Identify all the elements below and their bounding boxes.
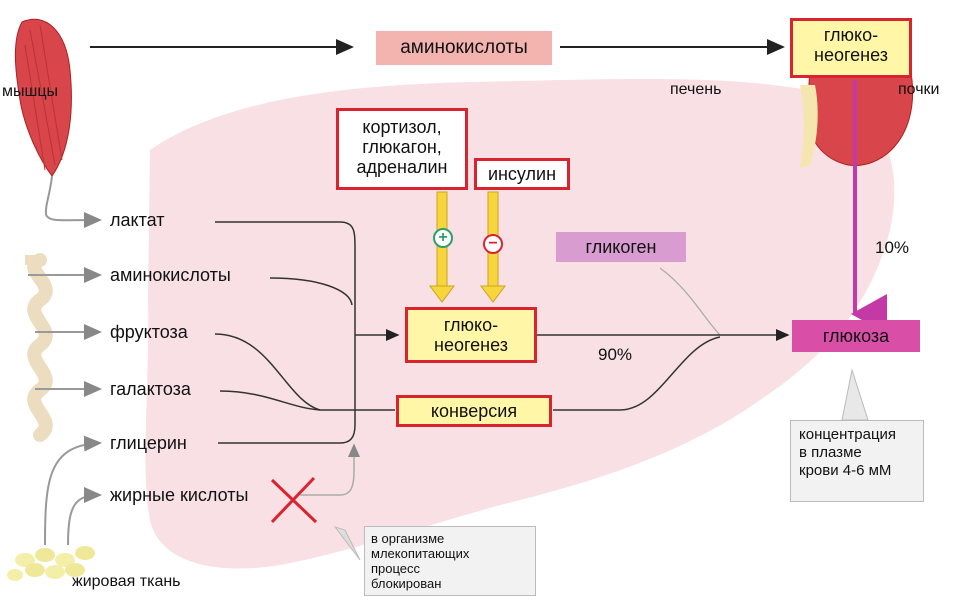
- stimulate-plus-icon: +: [433, 228, 453, 248]
- insulin-box: инсулин: [474, 158, 570, 190]
- liver-gluconeogenesis-line1: глюко-: [443, 315, 499, 335]
- glycogen-box: гликоген: [556, 232, 686, 262]
- blocked-x-icon: [270, 476, 318, 524]
- intestine-shape: [27, 253, 53, 442]
- glycerol-label: глицерин: [110, 433, 187, 453]
- stimulators-box: кортизол, глюкагон, адреналин: [336, 108, 468, 190]
- concentration-line1: концентрация: [799, 426, 897, 443]
- blocked-line2: млекопитающих: [371, 546, 470, 561]
- kidney-gluconeogenesis-line2: неогенез: [814, 45, 888, 65]
- concentration-line2: в плазме: [799, 444, 862, 461]
- galactose-label: галактоза: [110, 379, 191, 399]
- adipose-shape: [7, 546, 95, 581]
- amino-acids-top-box: аминокислоты: [376, 31, 552, 65]
- fructose-label: фруктоза: [110, 322, 188, 342]
- glucose-box: глюкоза: [792, 320, 920, 352]
- kidney-gluconeogenesis-line1: глюко-: [823, 25, 879, 45]
- blocked-line4: блокирован: [371, 576, 442, 591]
- lactate-label: лактат: [110, 210, 165, 230]
- kidney-gluconeogenesis-box: глюко- неогенез: [790, 18, 912, 78]
- liver-label: печень: [670, 81, 722, 98]
- fatty-acids-label: жирные кислоты: [110, 485, 249, 505]
- conversion-box: конверсия: [396, 395, 552, 427]
- stimulator-glucagon: глюкагон,: [362, 137, 442, 157]
- liver-gluconeogenesis-line2: неогенез: [434, 335, 508, 355]
- blocked-note: в организме млекопитающих процесс блокир…: [364, 526, 536, 596]
- concentration-line3: крови 4-6 мМ: [799, 462, 892, 479]
- inhibit-minus-icon: −: [483, 234, 503, 254]
- kidney-label: почки: [898, 81, 940, 98]
- liver-gluconeogenesis-box: глюко- неогенез: [405, 307, 537, 363]
- blocked-line1: в организме: [371, 531, 445, 546]
- blocked-line3: процесс: [371, 561, 421, 576]
- muscle-shape: [14, 18, 72, 177]
- liver-percent: 90%: [598, 345, 633, 364]
- stimulator-adrenaline: адреналин: [356, 157, 448, 177]
- concentration-note: концентрация в плазме крови 4-6 мМ: [790, 420, 924, 502]
- muscle-label: мышцы: [2, 83, 58, 100]
- amino-acids-label: аминокислоты: [110, 265, 231, 285]
- adipose-label: жировая ткань: [72, 573, 181, 590]
- kidney-percent: 10%: [875, 238, 910, 257]
- stimulator-cortisol: кортизол,: [362, 117, 442, 137]
